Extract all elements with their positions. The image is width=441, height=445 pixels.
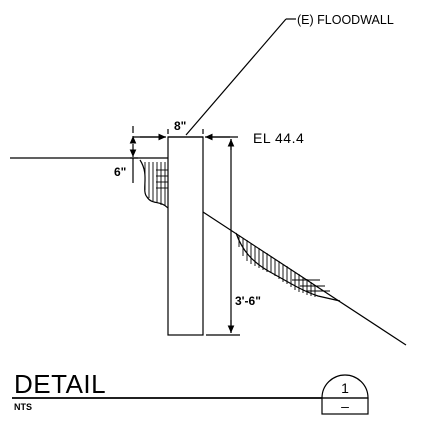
existing-grade-right-slope <box>202 211 407 346</box>
wall-height-label: 3'-6" <box>235 294 261 308</box>
wall-width-label: 8" <box>174 119 186 133</box>
sheet-reference: – <box>341 398 349 414</box>
wall-height-dimension <box>206 139 240 336</box>
floodwall-callout-label: (E) FLOODWALL <box>297 13 394 27</box>
scale-label: NTS <box>14 402 32 412</box>
elevation-label: EL 44.4 <box>253 130 304 146</box>
floodwall-leader <box>185 18 296 136</box>
floodwall-section <box>167 136 204 336</box>
offset-label: 6" <box>114 165 126 179</box>
soil-hatch-right <box>235 232 341 302</box>
offset-dimension <box>129 126 165 183</box>
detail-number: 1 <box>341 380 349 396</box>
detail-marker <box>321 374 369 415</box>
detail-title: DETAIL <box>14 369 106 399</box>
soil-hatch-left <box>139 159 169 209</box>
